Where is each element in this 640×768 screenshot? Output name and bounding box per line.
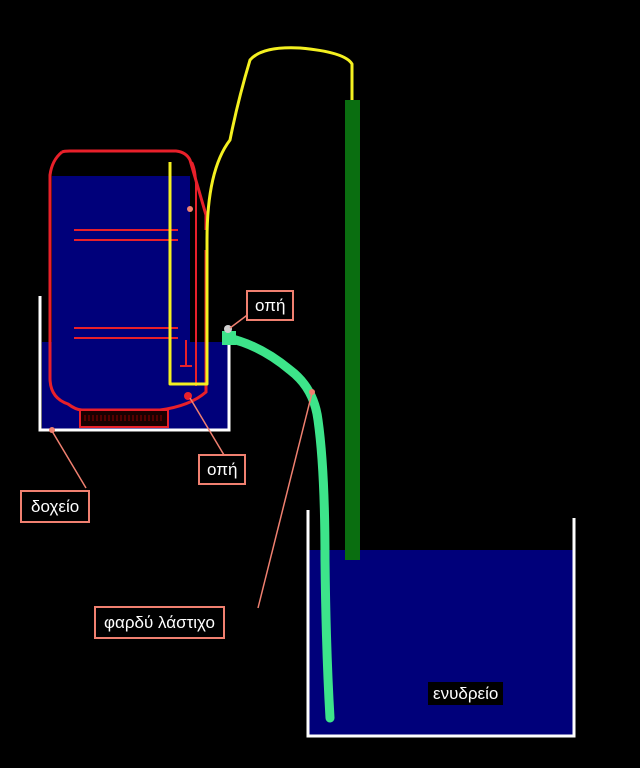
yellow-tube: [168, 46, 354, 386]
hole-bottom-label: οπή: [198, 454, 247, 485]
wide-hose-label: φαρδύ λάστιχο: [94, 606, 225, 639]
aquarium-label: ενυδρείο: [428, 682, 504, 705]
aquarium-water: [308, 550, 574, 736]
leader-lines: [51, 312, 313, 609]
container-outline: [38, 296, 231, 432]
bottle-dot: [187, 206, 193, 212]
wide-hose: [223, 333, 335, 723]
hose-nozzle: [222, 331, 236, 345]
hole-top-marker: [224, 325, 232, 333]
bottle-outline: [48, 149, 208, 412]
hole-top-label: οπή: [246, 290, 295, 321]
hose-marker: [309, 389, 315, 395]
aquarium-outline: [306, 510, 576, 738]
bottle-marks: [74, 229, 192, 367]
bottle-right-side: [191, 161, 197, 386]
container-marker: [49, 427, 55, 433]
green-pipe: [345, 100, 360, 560]
container-label: δοχείο: [20, 490, 91, 523]
bottle-water: [52, 176, 190, 408]
